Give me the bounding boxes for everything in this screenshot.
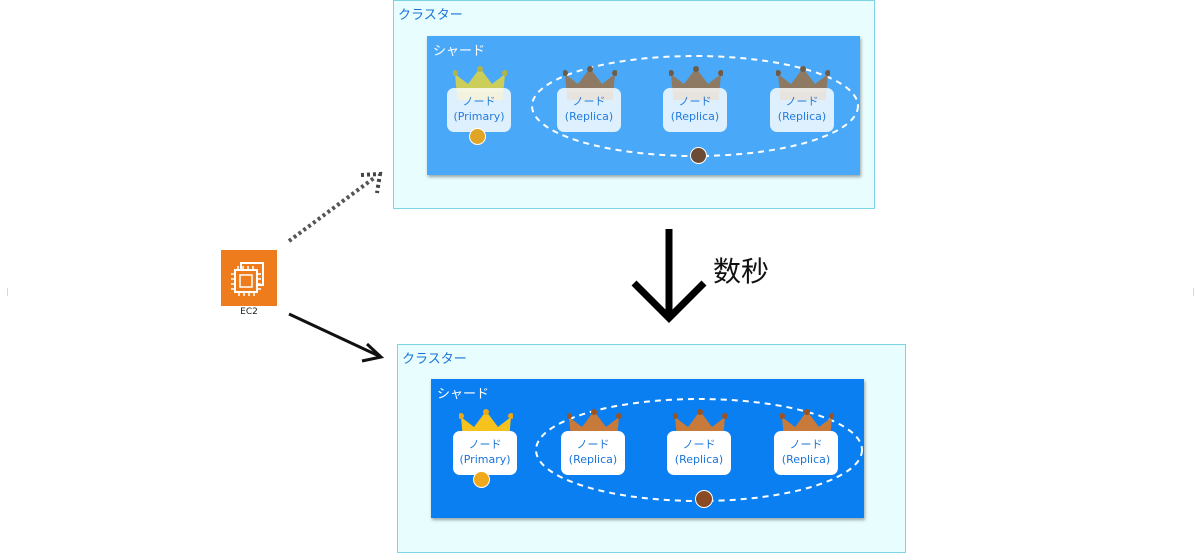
- edge-marker-left: [7, 288, 8, 296]
- node-box: ノード (Replica): [561, 431, 625, 475]
- node-label: ノード: [576, 438, 610, 451]
- primary-endpoint-dot: [473, 471, 490, 488]
- node-replica: ノード (Replica): [770, 66, 836, 156]
- node-role: (Replica): [674, 453, 724, 466]
- node-primary: ノード (Primary): [447, 66, 513, 156]
- transition-arrowhead: [631, 280, 707, 323]
- node-role: (Replica): [777, 110, 827, 123]
- node-role: (Primary): [453, 110, 505, 123]
- node-replica: ノード (Replica): [774, 409, 840, 499]
- node-box: ノード (Replica): [774, 431, 838, 475]
- shard-label: シャード: [433, 44, 486, 59]
- node-box: ノード (Replica): [663, 88, 727, 132]
- node-box: ノード (Replica): [667, 431, 731, 475]
- node-replica: ノード (Replica): [557, 66, 623, 156]
- shard-after: シャード ノード (Primary) ノード (Replica): [431, 379, 864, 518]
- arrowhead-old: [360, 171, 383, 194]
- shard-label: シャード: [437, 387, 490, 402]
- cluster-label: クラスター: [402, 352, 467, 367]
- node-box: ノード (Replica): [557, 88, 621, 132]
- node-replica: ノード (Replica): [663, 66, 729, 156]
- node-label: ノード: [789, 438, 823, 451]
- edge-marker-right: [1193, 288, 1194, 296]
- node-replica: ノード (Replica): [667, 409, 733, 499]
- replica-endpoint-dot: [695, 490, 713, 508]
- replica-endpoint-dot: [690, 147, 707, 164]
- node-replica: ノード (Replica): [561, 409, 627, 499]
- node-label: ノード: [468, 438, 502, 451]
- node-primary: ノード (Primary): [453, 409, 519, 499]
- node-box: ノード (Replica): [770, 88, 834, 132]
- transition-duration-label: 数秒: [713, 255, 770, 288]
- node-role: (Replica): [670, 110, 720, 123]
- connection-arrow-old: [287, 176, 376, 243]
- cluster-label: クラスター: [398, 8, 463, 23]
- node-box: ノード (Primary): [453, 431, 517, 475]
- shard-before: シャード ノード (Primary) ノード (Replica): [427, 36, 860, 175]
- node-role: (Replica): [568, 453, 618, 466]
- node-label: ノード: [572, 95, 606, 108]
- connection-arrow-new: [288, 312, 380, 358]
- node-label: ノード: [785, 95, 819, 108]
- ec2-label: EC2: [240, 307, 258, 317]
- node-box: ノード (Primary): [447, 88, 511, 132]
- arrowhead-new: [361, 342, 385, 363]
- node-label: ノード: [682, 438, 716, 451]
- node-role: (Primary): [459, 453, 511, 466]
- ec2-chip-icon: [231, 262, 264, 296]
- node-role: (Replica): [781, 453, 831, 466]
- node-role: (Replica): [564, 110, 614, 123]
- node-label: ノード: [462, 95, 496, 108]
- primary-endpoint-dot: [469, 128, 486, 145]
- ec2-instance-icon: [221, 250, 277, 306]
- node-label: ノード: [678, 95, 712, 108]
